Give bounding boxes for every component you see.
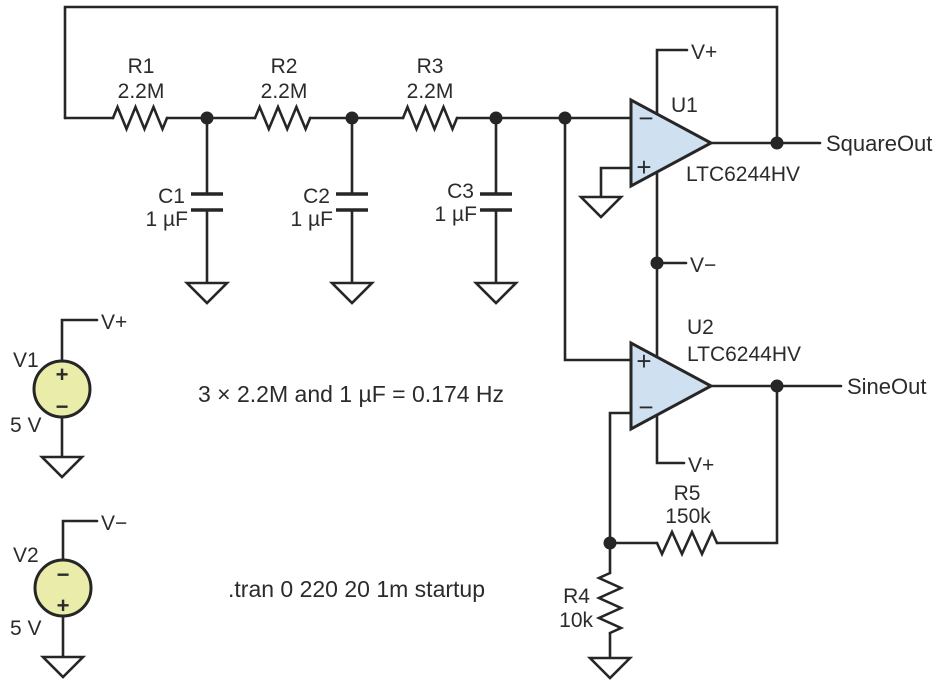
- ground-symbol-v1: [38, 455, 86, 479]
- u1-noninverting-sign: +: [636, 152, 651, 182]
- u2-vplus-label: V+: [688, 454, 714, 477]
- v1-minus-sign: −: [56, 394, 69, 419]
- junction-dot-sineout: [770, 379, 784, 393]
- c2-value-label: 1 µF: [291, 208, 333, 231]
- c3-ref-label: C3: [447, 180, 474, 203]
- junction-dot-c3: [489, 111, 503, 125]
- c1-value-label: 1 µF: [146, 208, 188, 231]
- c3-value-label: 1 µF: [435, 203, 477, 226]
- r2-ref-label: R2: [271, 55, 298, 78]
- ground-symbol-c1: [183, 281, 231, 305]
- v1-vplus-label: V+: [101, 311, 127, 334]
- junction-dot-c2: [345, 111, 359, 125]
- u1-ref-label: U1: [671, 94, 698, 117]
- frequency-annotation: 3 × 2.2M and 1 µF = 0.174 Hz: [198, 381, 504, 407]
- v2-minus-sign: −: [57, 562, 70, 587]
- v2-vminus-label: V−: [101, 512, 127, 535]
- r1-ref-label: R1: [128, 55, 155, 78]
- opamp-u1-body: [629, 97, 715, 189]
- spice-directive-annotation: .tran 0 220 20 1m startup: [228, 576, 485, 602]
- sineout-net-label: SineOut: [847, 374, 927, 399]
- capacitor-c2-symbol: [336, 192, 368, 212]
- r1-value-label: 2.2M: [118, 80, 165, 103]
- v1-value-label: 5 V: [10, 414, 42, 437]
- v2-plus-sign: +: [57, 593, 70, 618]
- wire-v2-to-vminus: [61, 519, 99, 562]
- ground-symbol-v2: [39, 655, 87, 679]
- r3-ref-label: R3: [417, 55, 444, 78]
- v1-ref-label: V1: [13, 349, 39, 372]
- u1-inverting-sign: −: [638, 103, 653, 133]
- v1-plus-sign: +: [56, 362, 69, 387]
- r4-value-label: 10k: [559, 609, 593, 632]
- source-v2-body: [33, 558, 93, 618]
- feedback-loop-wire: [63, 5, 779, 145]
- r3-value-label: 2.2M: [407, 80, 454, 103]
- wire-node-to-u2-inverting: [608, 411, 633, 545]
- u1-vplus-label: V+: [691, 41, 717, 64]
- opamp-u2-body: [629, 340, 715, 432]
- junction-dot-squareout: [770, 136, 784, 150]
- u2-noninverting-sign: +: [636, 346, 651, 376]
- resistor-r1-symbol: [111, 103, 169, 133]
- v2-value-label: 5 V: [10, 617, 42, 640]
- capacitor-c3-symbol: [480, 192, 512, 212]
- wire-u2-vplus: [655, 412, 686, 465]
- wire-sineout-to-r5: [715, 384, 779, 545]
- resistor-r2-symbol: [253, 103, 312, 133]
- u2-ref-label: U2: [687, 316, 714, 339]
- r5-ref-label: R5: [674, 482, 701, 505]
- wire-u1-noninverting-to-ground: [599, 166, 633, 199]
- u2-inverting-sign: −: [638, 392, 653, 422]
- r5-value-label: 150k: [665, 505, 711, 528]
- wire-v1-to-vplus: [60, 318, 99, 363]
- u1-part-label: LTC6244HV: [686, 163, 800, 186]
- u2-part-label: LTC6244HV: [687, 343, 801, 366]
- vminus-rail-label: V−: [690, 254, 716, 277]
- junction-dot-c1: [200, 111, 214, 125]
- c1-ref-label: C1: [158, 185, 185, 208]
- c2-ref-label: C2: [303, 185, 330, 208]
- resistor-r3-symbol: [401, 103, 459, 133]
- r4-ref-label: R4: [563, 585, 590, 608]
- junction-dot-vminus: [650, 256, 664, 270]
- v2-ref-label: V2: [13, 544, 39, 567]
- wire-node-to-u2-noninverting: [563, 116, 633, 362]
- source-v1-body: [32, 359, 92, 419]
- wire-u1-vplus: [655, 48, 689, 117]
- ground-symbol-c3: [472, 281, 520, 305]
- squareout-net-label: SquareOut: [826, 131, 932, 156]
- ground-symbol-u1: [577, 195, 625, 219]
- ground-symbol-r4: [586, 656, 634, 680]
- resistor-r4-symbol: [595, 571, 625, 635]
- junction-dot-u2-branch: [558, 111, 572, 125]
- resistor-r5-symbol: [655, 528, 719, 558]
- r2-value-label: 2.2M: [261, 80, 308, 103]
- junction-dot-r4-r5: [603, 536, 617, 550]
- capacitor-c1-symbol: [191, 192, 223, 212]
- ground-symbol-c2: [328, 281, 376, 305]
